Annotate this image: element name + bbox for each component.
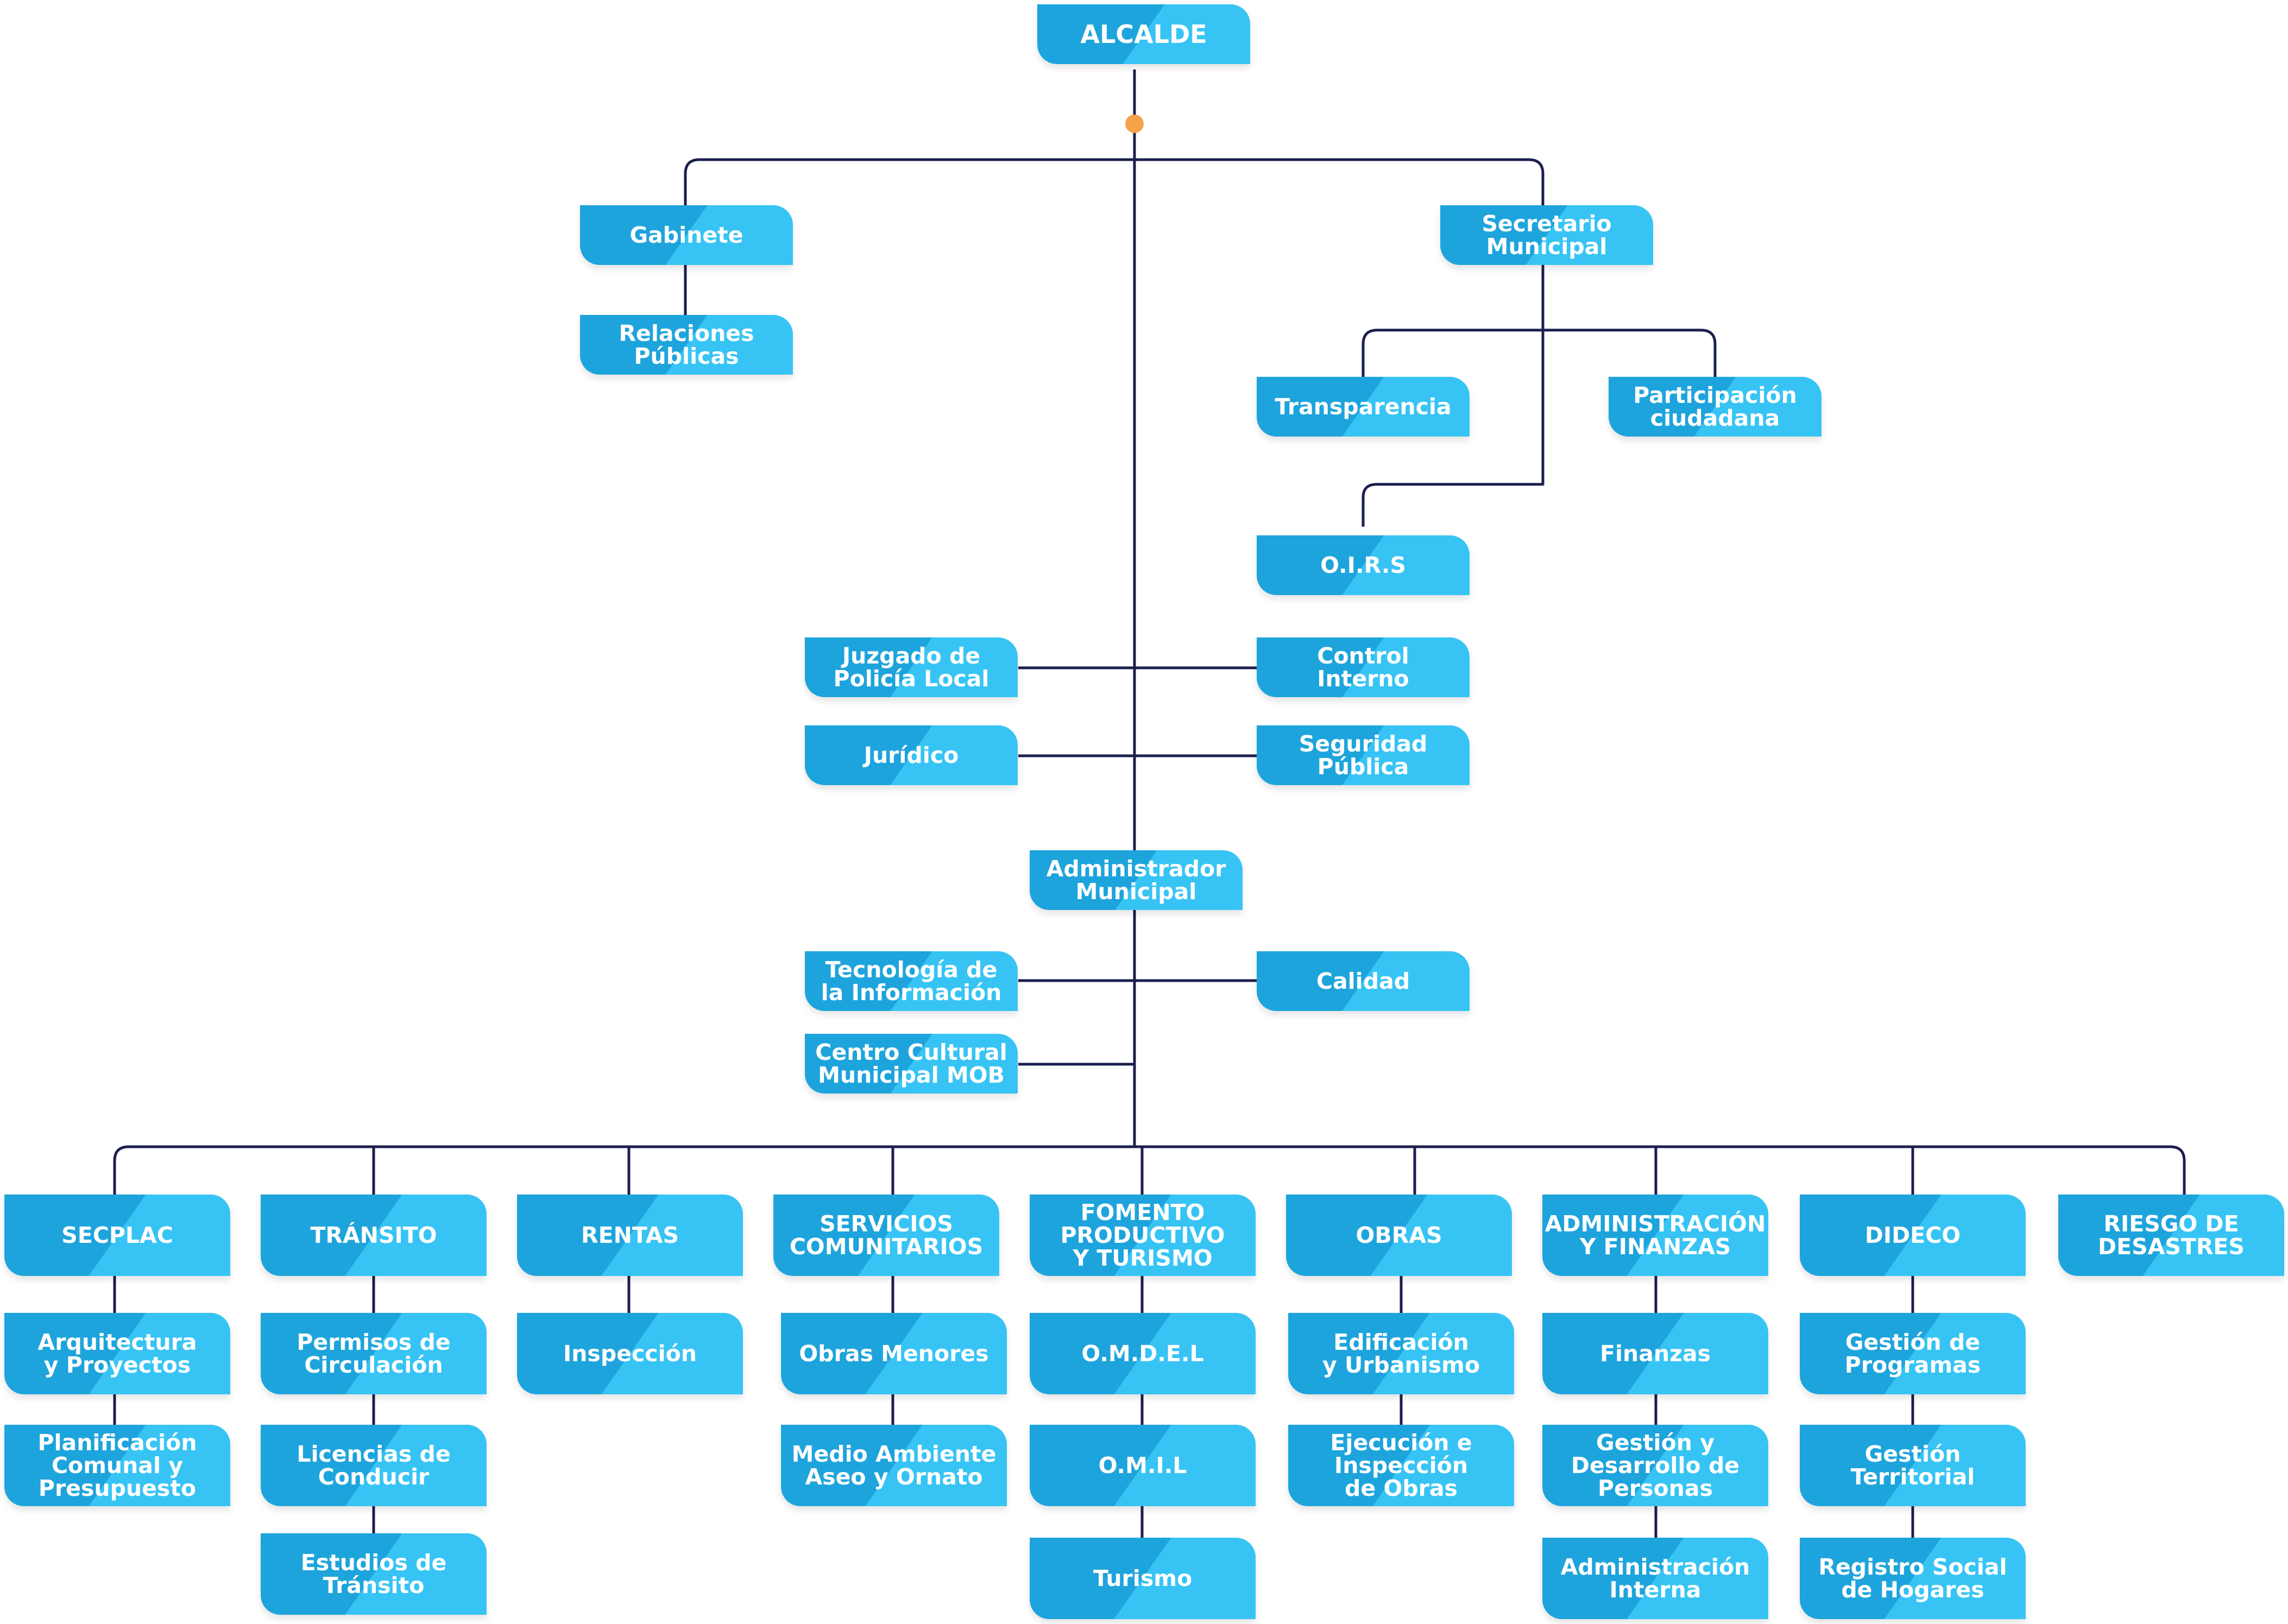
node-gestion-territorial-label: Gestión Territorial [1850, 1441, 1975, 1490]
connector-top-branch [684, 158, 1545, 205]
node-transparencia-label: Transparencia [1275, 394, 1452, 420]
node-arquitectura[interactable]: Arquitectura y Proyectos [4, 1313, 230, 1394]
node-omdel[interactable]: O.M.D.E.L [1030, 1313, 1256, 1394]
node-secretario-municipal[interactable]: Secretario Municipal [1440, 205, 1653, 265]
node-obras-menores-label: Obras Menores [799, 1341, 989, 1367]
node-participacion-ciudadana-label: Participación ciudadana [1633, 382, 1797, 431]
node-secretario-municipal-label: Secretario Municipal [1482, 211, 1612, 260]
node-estudios-transito-label: Estudios de Tránsito [300, 1550, 447, 1598]
node-administracion-finanzas-label: ADMINISTRACIÓN Y FINANZAS [1545, 1211, 1766, 1260]
node-administrador-municipal[interactable]: Administrador Municipal [1030, 850, 1243, 910]
node-juridico[interactable]: Jurídico [805, 725, 1018, 785]
node-relaciones-publicas-label: Relaciones Públicas [619, 320, 754, 369]
node-medio-ambiente[interactable]: Medio Ambiente Aseo y Ornato [781, 1425, 1007, 1506]
node-omil[interactable]: O.M.I.L [1030, 1425, 1256, 1506]
node-transparencia[interactable]: Transparencia [1257, 377, 1470, 437]
node-permisos-circulacion-label: Permisos de Circulación [297, 1329, 451, 1378]
connector-secretario-branch [1362, 328, 1717, 377]
node-alcalde[interactable]: ALCALDE [1037, 4, 1250, 64]
node-administrador-municipal-label: Administrador Municipal [1046, 856, 1226, 905]
node-ejecucion-obras-label: Ejecución e Inspección de Obras [1330, 1430, 1472, 1501]
node-calidad[interactable]: Calidad [1257, 951, 1470, 1011]
node-ejecucion-obras[interactable]: Ejecución e Inspección de Obras [1288, 1425, 1514, 1506]
node-fomento[interactable]: FOMENTO PRODUCTIVO Y TURISMO [1030, 1195, 1256, 1276]
node-inspeccion[interactable]: Inspección [517, 1313, 743, 1394]
node-riesgo-desastres[interactable]: RIESGO DE DESASTRES [2058, 1195, 2284, 1276]
node-planificacion-label: Planificación Comunal y Presupuesto [37, 1430, 197, 1501]
node-dideco-label: DIDECO [1864, 1222, 1961, 1248]
node-calidad-label: Calidad [1316, 968, 1410, 994]
node-secplac-label: SECPLAC [61, 1222, 173, 1248]
node-registro-social[interactable]: Registro Social de Hogares [1800, 1538, 2026, 1619]
node-relaciones-publicas[interactable]: Relaciones Públicas [580, 315, 793, 375]
node-arquitectura-label: Arquitectura y Proyectos [37, 1329, 197, 1378]
node-permisos-circulacion[interactable]: Permisos de Circulación [261, 1313, 487, 1394]
node-administracion-interna-label: Administración Interna [1560, 1554, 1750, 1603]
node-finanzas[interactable]: Finanzas [1542, 1313, 1768, 1394]
node-oirs[interactable]: O.I.R.S [1257, 535, 1470, 595]
connector-bottom-branch [113, 1145, 2186, 1195]
node-edificacion[interactable]: Edificación y Urbanismo [1288, 1313, 1514, 1394]
node-rentas[interactable]: RENTAS [517, 1195, 743, 1276]
node-centro-cultural[interactable]: Centro Cultural Municipal MOB [805, 1034, 1018, 1094]
node-registro-social-label: Registro Social de Hogares [1818, 1554, 2007, 1603]
node-fomento-label: FOMENTO PRODUCTIVO Y TURISMO [1060, 1199, 1225, 1271]
node-riesgo-desastres-label: RIESGO DE DESASTRES [2098, 1211, 2245, 1260]
node-turismo[interactable]: Turismo [1030, 1538, 1256, 1619]
node-alcalde-label: ALCALDE [1080, 20, 1207, 49]
node-tecnologia-informacion-label: Tecnología de la Información [821, 957, 1002, 1006]
node-control-interno[interactable]: Control Interno [1257, 637, 1470, 697]
node-obras-menores[interactable]: Obras Menores [781, 1313, 1007, 1394]
node-seguridad-publica[interactable]: Seguridad Pública [1257, 725, 1470, 785]
node-obras-label: OBRAS [1356, 1222, 1442, 1248]
node-servicios-comunitarios-label: SERVICIOS COMUNITARIOS [789, 1211, 984, 1260]
node-centro-cultural-label: Centro Cultural Municipal MOB [815, 1039, 1007, 1088]
node-participacion-ciudadana[interactable]: Participación ciudadana [1609, 377, 1821, 437]
node-seguridad-publica-label: Seguridad Pública [1299, 731, 1428, 780]
node-oirs-label: O.I.R.S [1320, 552, 1406, 578]
node-juridico-label: Jurídico [863, 742, 959, 768]
node-gestion-programas-label: Gestión de Programas [1844, 1329, 1981, 1378]
node-inspeccion-label: Inspección [563, 1341, 697, 1367]
node-planificacion[interactable]: Planificación Comunal y Presupuesto [4, 1425, 230, 1506]
node-gabinete-label: Gabinete [629, 222, 743, 248]
node-rentas-label: RENTAS [581, 1222, 679, 1248]
node-juzgado-policia-local-label: Juzgado de Policía Local [833, 643, 989, 692]
node-gestion-programas[interactable]: Gestión de Programas [1800, 1313, 2026, 1394]
node-omil-label: O.M.I.L [1098, 1452, 1187, 1478]
node-licencias-conducir[interactable]: Licencias de Conducir [261, 1425, 487, 1506]
node-administracion-interna[interactable]: Administración Interna [1542, 1538, 1768, 1619]
hub-dot [1125, 115, 1144, 133]
node-turismo-label: Turismo [1093, 1565, 1193, 1591]
node-gestion-personas-label: Gestión y Desarrollo de Personas [1571, 1430, 1740, 1501]
node-obras[interactable]: OBRAS [1286, 1195, 1512, 1276]
node-edificacion-label: Edificación y Urbanismo [1322, 1329, 1480, 1378]
node-estudios-transito[interactable]: Estudios de Tránsito [261, 1533, 487, 1615]
node-transito[interactable]: TRÁNSITO [261, 1195, 487, 1276]
node-tecnologia-informacion[interactable]: Tecnología de la Información [805, 951, 1018, 1011]
node-gestion-territorial[interactable]: Gestión Territorial [1800, 1425, 2026, 1506]
node-licencias-conducir-label: Licencias de Conducir [297, 1441, 451, 1490]
node-dideco[interactable]: DIDECO [1800, 1195, 2026, 1276]
node-finanzas-label: Finanzas [1599, 1341, 1711, 1367]
node-medio-ambiente-label: Medio Ambiente Aseo y Ornato [791, 1441, 997, 1490]
node-control-interno-label: Control Interno [1317, 643, 1409, 692]
node-gabinete[interactable]: Gabinete [580, 205, 793, 265]
node-administracion-finanzas[interactable]: ADMINISTRACIÓN Y FINANZAS [1542, 1195, 1768, 1276]
node-omdel-label: O.M.D.E.L [1081, 1341, 1204, 1367]
node-transito-label: TRÁNSITO [310, 1222, 437, 1248]
node-juzgado-policia-local[interactable]: Juzgado de Policía Local [805, 637, 1018, 697]
node-servicios-comunitarios[interactable]: SERVICIOS COMUNITARIOS [773, 1195, 999, 1276]
node-secplac[interactable]: SECPLAC [4, 1195, 230, 1276]
node-gestion-personas[interactable]: Gestión y Desarrollo de Personas [1542, 1425, 1768, 1506]
connector-secretario-down [1362, 265, 1545, 527]
